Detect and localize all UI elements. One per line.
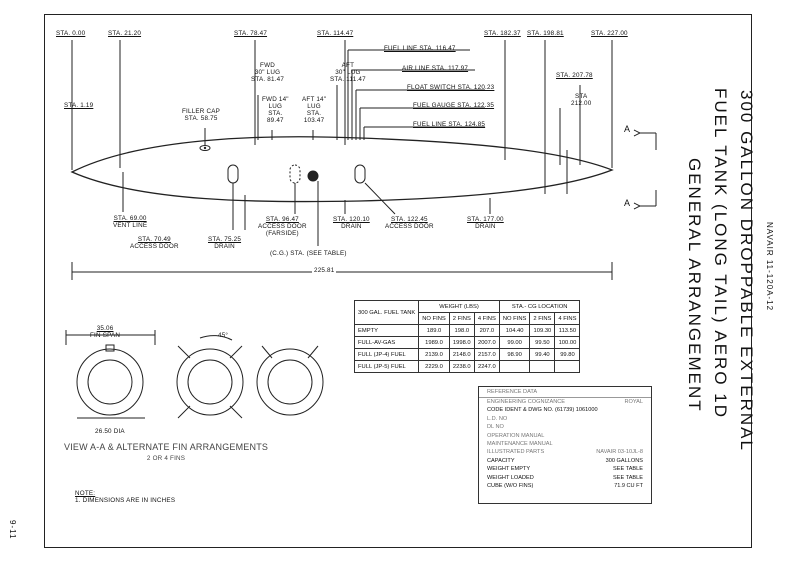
note: NOTE:1. DIMENSIONS ARE IN INCHES [75, 490, 176, 504]
station-label: STA. 198.81 [527, 30, 564, 37]
reference-value: 300 GALLONS [605, 457, 643, 464]
reference-header: REFERENCE DATA [479, 387, 651, 398]
section-mark: A [624, 124, 631, 134]
drawing-frame [44, 14, 752, 548]
diameter-label: 26.50 DIA [95, 428, 125, 435]
table-group-cg: STA.- CG LOCATION [498, 300, 581, 313]
reference-value: ROYAL [624, 399, 643, 405]
reference-key: ILLUSTRATED PARTS [487, 449, 545, 456]
reference-row: ILLUSTRATED PARTS NAVAIR 03-10JL-8 [479, 448, 651, 456]
reference-key: L.D. NO [487, 415, 508, 422]
callout-air-line: AIR LINE STA. 117.97 [402, 65, 469, 72]
title-line-3: GENERAL ARRANGEMENT [685, 158, 704, 413]
title-line-1: 300 GALLON DROPPABLE EXTERNAL [737, 90, 756, 452]
reference-key: CUBE (W/O FINS) [487, 482, 534, 489]
reference-value: SEE TABLE [613, 466, 643, 473]
view-aa-right [256, 345, 324, 416]
weight-cg-table: 300 GAL. FUEL TANK WEIGHT (LBS) STA.- CG… [353, 300, 581, 373]
callout-float-switch: FLOAT SWITCH STA. 120.23 [407, 84, 495, 91]
reference-row: DL NO [479, 423, 651, 431]
station-label: STA. 1.19 [64, 102, 94, 109]
callout-fuel-line-1: FUEL LINE STA. 116.47 [384, 45, 456, 52]
reference-row: CODE IDENT & DWG NO. (61739) 1061000 [479, 406, 651, 414]
reference-row: WEIGHT EMPTY SEE TABLE [479, 465, 651, 473]
station-label: STA. 182.37 [484, 30, 521, 37]
reference-row: OPERATION MANUAL [479, 432, 651, 440]
reference-row: WEIGHT LOADED SEE TABLE [479, 474, 651, 482]
table-subhead: 2 FINS [448, 312, 475, 325]
doc-number: NAVAIR 11-120A-12 [765, 222, 774, 312]
table-subhead: 2 FINS [529, 312, 556, 325]
table-subhead: 4 FINS [554, 312, 581, 325]
reference-key: CODE IDENT & DWG NO. (61739) 1061000 [487, 407, 598, 414]
title-line-2: FUEL TANK (LONG TAIL) AERO 1D [711, 88, 730, 420]
section-mark: A [624, 198, 631, 208]
reference-row: ENGINEERING COGNIZANCE ROYAL [479, 398, 651, 406]
reference-value: NAVAIR 03-10JL-8 [596, 449, 643, 456]
station-label: STA. 227.00 [591, 30, 628, 37]
table-subhead: NO FINS [418, 312, 450, 325]
station-label: STA. 0.00 [56, 30, 86, 37]
reference-key: CAPACITY [487, 457, 515, 464]
reference-key: WEIGHT LOADED [487, 474, 534, 481]
table-subhead: NO FINS [498, 312, 531, 325]
reference-row: CAPACITY 300 GALLONS [479, 457, 651, 465]
reference-value: 71.9 CU FT [614, 482, 643, 489]
reference-key: MAINTENANCE MANUAL [487, 440, 553, 447]
reference-key: WEIGHT EMPTY [487, 466, 531, 473]
table-subhead: 4 FINS [473, 312, 500, 325]
station-label: STA. 114.47 [317, 30, 354, 37]
reference-key: ENGINEERING COGNIZANCE [487, 399, 566, 405]
angle-label: 45° [218, 332, 229, 339]
callout-fuel-gauge: FUEL GAUGE STA. 122.35 [413, 102, 495, 109]
page-number: 9-11 [8, 520, 17, 540]
reference-row: CUBE (W/O FINS) 71.9 CU FT [479, 482, 651, 490]
reference-value: SEE TABLE [613, 474, 643, 481]
table-corner: 300 GAL. FUEL TANK [353, 300, 420, 325]
station-label: STA. 207.78 [556, 72, 593, 79]
tank-body [70, 136, 614, 203]
cg-station-label: (C.G.) STA. (SEE TABLE) [270, 250, 347, 257]
overall-length: 225.81 [312, 267, 337, 274]
reference-key: DL NO [487, 424, 504, 431]
reference-key: OPERATION MANUAL [487, 432, 545, 439]
reference-data-block: REFERENCE DATA ENGINEERING COGNIZANCE ROY… [478, 386, 652, 504]
view-aa-middle [176, 335, 244, 419]
table-group-weight: WEIGHT (LBS) [418, 300, 500, 313]
reference-row: L.D. NO [479, 415, 651, 423]
reference-row: MAINTENANCE MANUAL [479, 440, 651, 448]
station-label: STA. 21.20 [108, 30, 142, 37]
view-aa-left [65, 330, 156, 419]
callout-fuel-line-2: FUEL LINE STA. 124.85 [413, 121, 486, 128]
station-label: STA. 78.47 [234, 30, 268, 37]
